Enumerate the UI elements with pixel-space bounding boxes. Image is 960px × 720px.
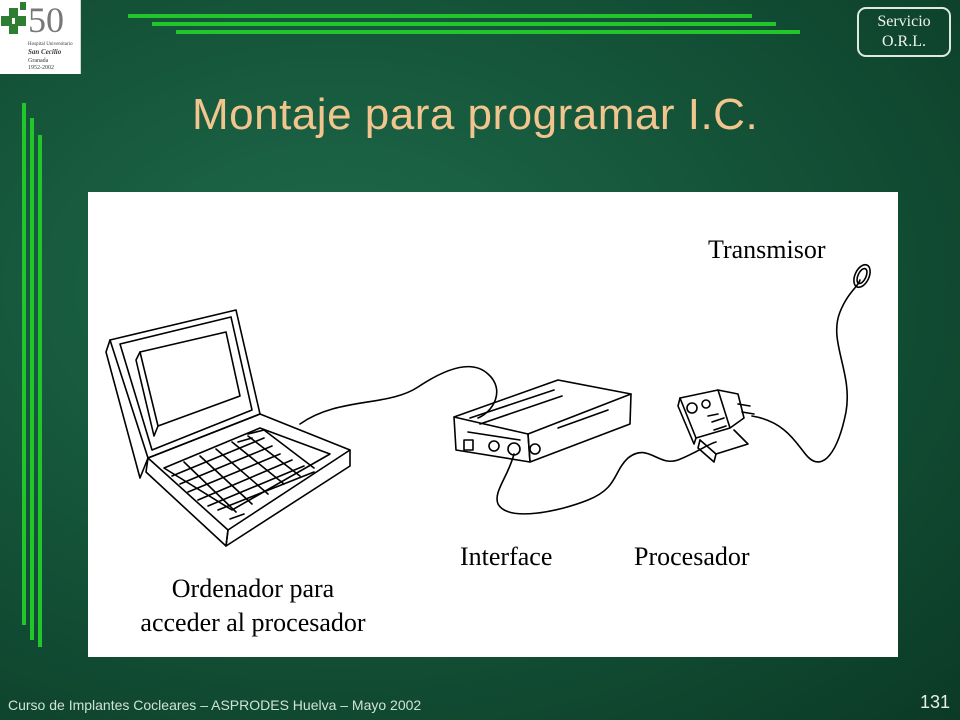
interface-box-icon — [453, 379, 632, 463]
left-line-2 — [30, 118, 34, 640]
processor-icon — [677, 389, 755, 463]
transmitter-coil-icon — [853, 263, 871, 289]
logo-line2: San Cecilio — [28, 48, 62, 56]
logo-line3: Granada — [28, 58, 49, 64]
slide-title: Montaje para programar I.C. — [192, 90, 759, 139]
left-line-3 — [38, 135, 42, 647]
label-transmisor: Transmisor — [708, 235, 826, 264]
page-number: 131 — [920, 692, 951, 712]
laptop-icon — [105, 309, 351, 547]
equipment-illustration — [105, 263, 871, 547]
logo-line4: 1952-2002 — [28, 65, 54, 71]
cross-logo-icon — [1, 2, 26, 34]
top-line-2 — [152, 22, 776, 26]
left-line-1 — [22, 103, 26, 625]
label-procesador: Procesador — [634, 542, 750, 571]
logo-number: 50 — [28, 0, 64, 40]
badge-line1: Servicio — [877, 13, 931, 30]
diagram-figure: Transmisor Interface Procesador Ordenado… — [88, 192, 898, 657]
label-interface: Interface — [460, 542, 553, 571]
hospital-logo: 50 Hospital Universitario San Cecilio Gr… — [0, 0, 81, 74]
label-ordenador-line2: acceder al procesador — [140, 608, 366, 637]
label-ordenador-line1: Ordenador para — [171, 574, 335, 603]
top-line-3 — [176, 30, 800, 34]
logo-line1: Hospital Universitario — [28, 42, 73, 47]
top-line-1 — [128, 14, 752, 18]
service-badge: Servicio O.R.L. — [857, 7, 951, 57]
footer-text: Curso de Implantes Cocleares – ASPRODES … — [8, 697, 422, 713]
label-ordenador: Ordenador para acceder al procesador — [113, 572, 393, 640]
badge-line2: O.R.L. — [882, 33, 926, 50]
